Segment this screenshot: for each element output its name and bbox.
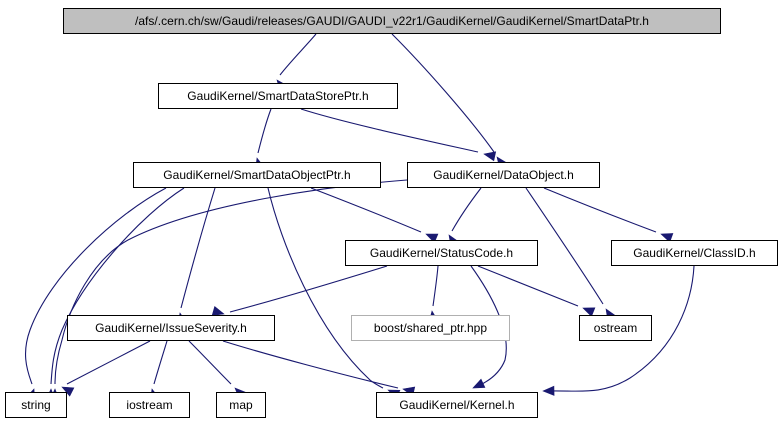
graph-node-label: GaudiKernel/IssueSeverity.h (95, 321, 247, 335)
graph-node-smartdatastoreptr[interactable]: GaudiKernel/SmartDataStorePtr.h (158, 83, 398, 109)
graph-edge-arrowhead (472, 378, 486, 389)
graph-edge-arrowhead (483, 151, 497, 162)
graph-node-label: GaudiKernel/SmartDataStorePtr.h (187, 89, 369, 103)
graph-node-smartdataobjectptr[interactable]: GaudiKernel/SmartDataObjectPtr.h (133, 162, 381, 188)
graph-edge-arrowhead (542, 385, 555, 396)
graph-node-label: iostream (126, 398, 173, 412)
graph-edge (451, 187, 482, 232)
graph-node-sharedptr[interactable]: boost/shared_ptr.hpp (351, 315, 510, 341)
graph-node-issueseverity[interactable]: GaudiKernel/IssueSeverity.h (67, 315, 275, 341)
graph-node-classid[interactable]: GaudiKernel/ClassID.h (611, 240, 778, 266)
graph-edge (391, 33, 495, 153)
graph-edge (153, 340, 168, 385)
graph-edge (180, 187, 216, 309)
graph-node-label: boost/shared_ptr.hpp (373, 321, 488, 335)
graph-edge (543, 187, 657, 233)
graph-edge (66, 340, 151, 385)
graph-edge (257, 108, 272, 154)
graph-node-label: GaudiKernel/StatusCode.h (369, 246, 514, 260)
graph-node-label: GaudiKernel/ClassID.h (633, 246, 756, 260)
graph-node-label: GaudiKernel/DataObject.h (433, 168, 574, 182)
graph-edge (24, 187, 167, 385)
graph-edge (477, 265, 579, 307)
graph-node-label: map (229, 398, 253, 412)
graph-edge (188, 340, 232, 385)
graph-node-label: GaudiKernel/Kernel.h (399, 398, 515, 412)
graph-edge (54, 179, 408, 385)
graph-edge (50, 187, 185, 385)
graph-edge (300, 108, 479, 153)
graph-edge (229, 265, 388, 313)
graph-node-statuscode[interactable]: GaudiKernel/StatusCode.h (345, 240, 538, 266)
graph-edge-arrowhead (211, 306, 225, 316)
graph-edge-arrowhead (61, 386, 75, 397)
graph-node-label: string (21, 398, 51, 412)
graph-edge (470, 265, 507, 387)
graph-node-label: /afs/.cern.ch/sw/Gaudi/releases/GAUDI/GA… (135, 14, 649, 28)
graph-edge (222, 340, 399, 389)
graph-node-ostream[interactable]: ostream (579, 315, 652, 341)
graph-node-kernel[interactable]: GaudiKernel/Kernel.h (376, 392, 538, 418)
graph-edge (547, 265, 695, 392)
graph-edge-arrowhead (582, 307, 596, 317)
graph-node-string[interactable]: string (5, 392, 67, 418)
graph-node-label: ostream (593, 321, 638, 335)
graph-node-map[interactable]: map (216, 392, 266, 418)
graph-node-iostream[interactable]: iostream (109, 392, 190, 418)
graph-edge (310, 187, 422, 233)
graph-edge (267, 187, 384, 389)
graph-edge (432, 265, 439, 307)
graph-node-label: GaudiKernel/SmartDataObjectPtr.h (163, 168, 351, 182)
graph-node-dataobject[interactable]: GaudiKernel/DataObject.h (407, 162, 600, 188)
graph-edge (525, 187, 604, 305)
graph-edge (279, 33, 317, 76)
graph-node-root: /afs/.cern.ch/sw/Gaudi/releases/GAUDI/GA… (63, 8, 721, 34)
graph-edge-arrowhead (660, 233, 674, 243)
